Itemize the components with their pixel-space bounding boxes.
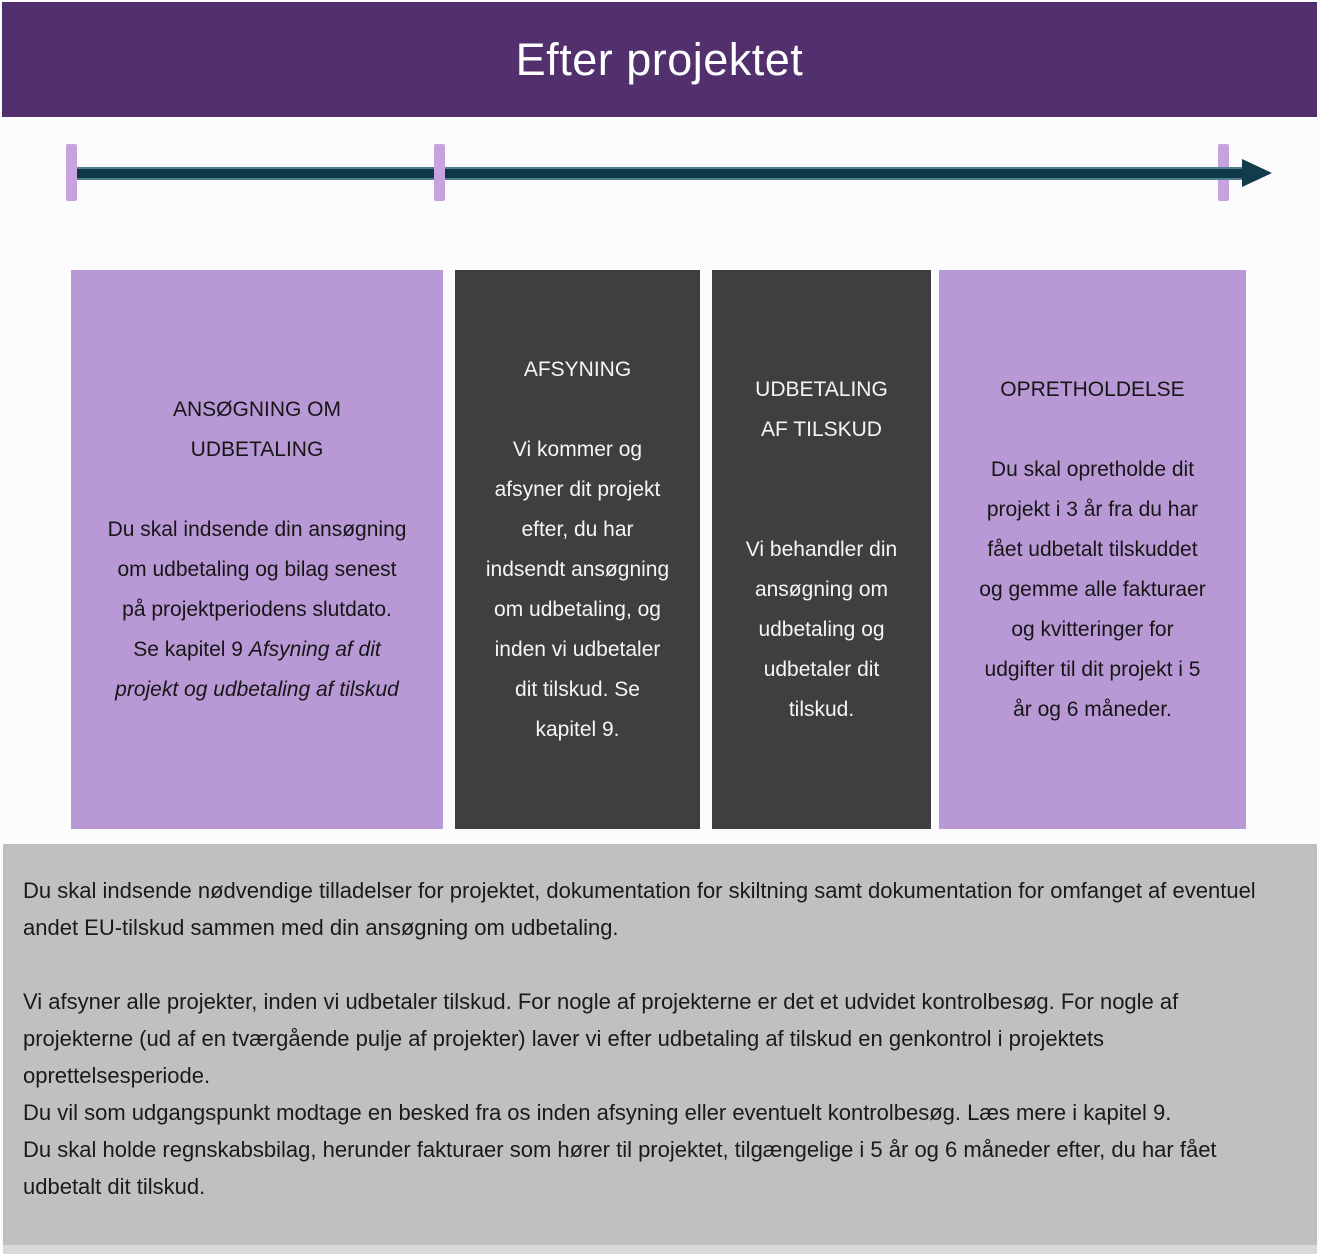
title-banner: Efter projektet [2,2,1317,117]
footer-paragraph: Du skal indsende nødvendige tilladelser … [23,878,1256,940]
stage-title: AFSYNING [523,357,632,381]
footer-paragraph: Vi afsyner alle projekter, inden vi udbe… [23,989,1179,1088]
stage-body: Du skal indsende din ansøgning om udbeta… [107,517,407,661]
stage-box-udbetaling-af-tilskud: UDBETALING AF TILSKUD Vi behandler din a… [712,270,931,829]
stage-body: Du skal opretholde dit projekt i 3 år fr… [979,457,1206,721]
stage-title: OPRETHOLDELSE [1000,377,1185,401]
timeline-line [77,167,1244,180]
stage-box-ansogning-om-udbetaling: ANSØGNING OM UDBETALING Du skal indsende… [71,270,443,829]
stage-box-opretholdelse: OPRETHOLDELSE Du skal opretholde dit pro… [939,270,1246,829]
stage-text: UDBETALING AF TILSKUD Vi behandler din a… [736,370,907,730]
timeline-arrow-icon [1242,159,1272,187]
bottom-edge-strip [3,1245,1317,1254]
stage-title: UDBETALING AF TILSKUD [755,377,888,441]
stage-body: Vi kommer og afsyner dit projekt efter, … [485,437,670,741]
stage-body: Vi behandler din ansøgning om udbetaling… [745,537,898,721]
stage-text: AFSYNING Vi kommer og afsyner dit projek… [476,350,679,750]
timeline-tick-start [66,144,77,201]
footer-paragraph: Du vil som udgangspunkt modtage en beske… [23,1100,1172,1125]
timeline-tick-middle [434,144,445,201]
stage-box-afsyning: AFSYNING Vi kommer og afsyner dit projek… [455,270,700,829]
footer-note: Du skal indsende nødvendige tilladelser … [3,844,1317,1245]
page-title: Efter projektet [515,33,804,85]
stage-title: ANSØGNING OM UDBETALING [172,397,341,461]
footer-paragraph: Du skal holde regnskabsbilag, herunder f… [23,1137,1217,1199]
stage-spacer [746,450,897,490]
stage-text: OPRETHOLDELSE Du skal opretholde dit pro… [969,370,1215,730]
stage-text: ANSØGNING OM UDBETALING Du skal indsende… [98,390,417,710]
stage-body-italic: Afsyning af dit projekt og udbetaling af… [115,637,399,701]
